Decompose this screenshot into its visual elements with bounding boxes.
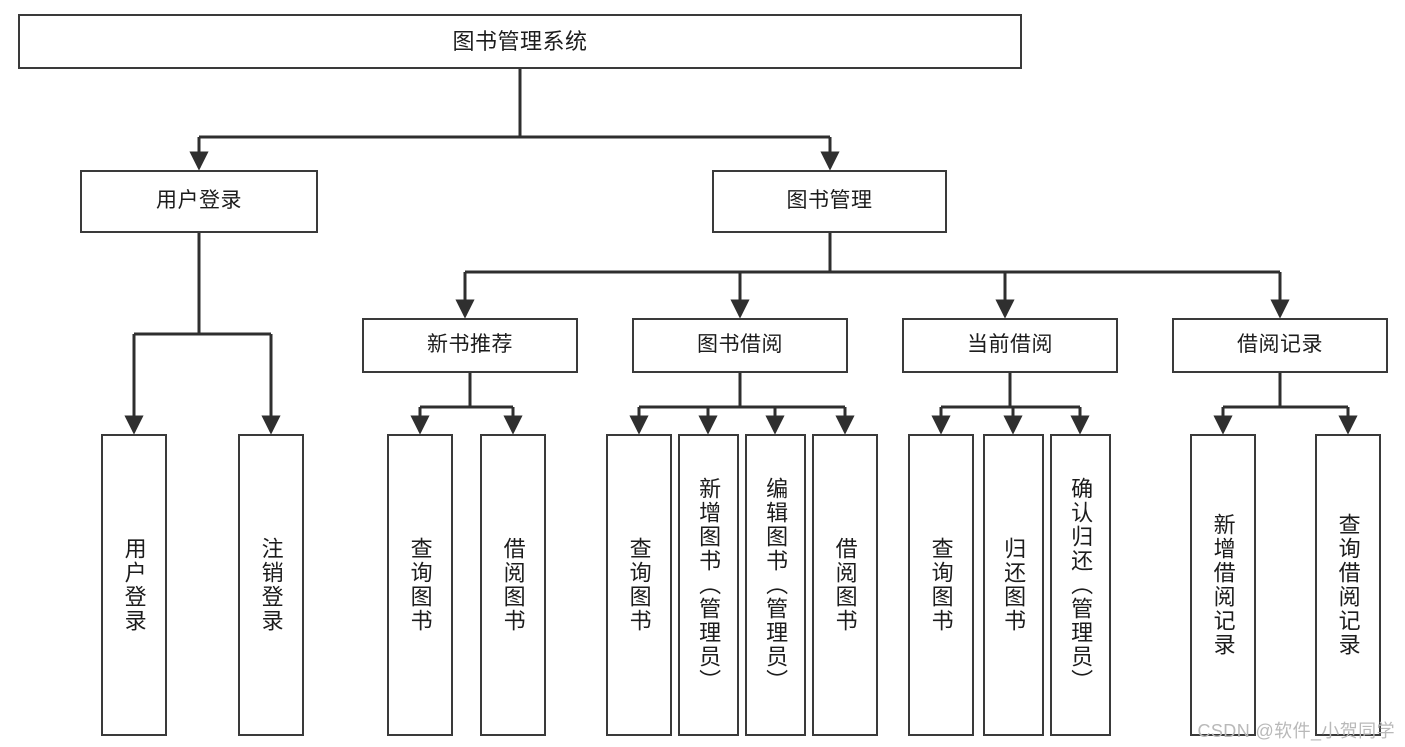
- node-leaf-query-book-3[interactable]: 查询图书: [908, 434, 974, 736]
- node-leaf-add-book[interactable]: 新增图书（管理员）: [678, 434, 739, 736]
- node-root-system[interactable]: 图书管理系统: [18, 14, 1022, 69]
- node-current-borrow[interactable]: 当前借阅: [902, 318, 1118, 373]
- node-leaf-query-record[interactable]: 查询借阅记录: [1315, 434, 1381, 736]
- node-borrow-record-label: 借阅记录: [1237, 333, 1323, 357]
- node-leaf-borrow-book-1-label: 借阅图书: [500, 537, 526, 633]
- node-leaf-user-login[interactable]: 用户登录: [101, 434, 167, 736]
- node-new-book-rec[interactable]: 新书推荐: [362, 318, 578, 373]
- node-leaf-query-book-1[interactable]: 查询图书: [387, 434, 453, 736]
- node-leaf-confirm-return[interactable]: 确认归还（管理员）: [1050, 434, 1111, 736]
- node-book-manage[interactable]: 图书管理: [712, 170, 947, 233]
- node-leaf-return-book[interactable]: 归还图书: [983, 434, 1044, 736]
- node-leaf-logout-label: 注销登录: [258, 537, 284, 633]
- node-leaf-add-record[interactable]: 新增借阅记录: [1190, 434, 1256, 736]
- node-leaf-add-record-label: 新增借阅记录: [1210, 513, 1236, 657]
- node-leaf-confirm-return-label: 确认归还（管理员）: [1068, 477, 1094, 693]
- node-leaf-query-book-1-label: 查询图书: [407, 537, 433, 633]
- node-leaf-logout[interactable]: 注销登录: [238, 434, 304, 736]
- node-leaf-query-book-2[interactable]: 查询图书: [606, 434, 672, 736]
- node-leaf-query-book-2-label: 查询图书: [626, 537, 652, 633]
- node-leaf-query-book-3-label: 查询图书: [928, 537, 954, 633]
- node-new-book-rec-label: 新书推荐: [427, 333, 513, 357]
- node-user-login-label: 用户登录: [156, 189, 242, 213]
- node-leaf-edit-book-label: 编辑图书（管理员）: [763, 477, 789, 693]
- node-book-manage-label: 图书管理: [786, 189, 873, 213]
- node-leaf-return-book-label: 归还图书: [1001, 537, 1027, 633]
- node-leaf-add-book-label: 新增图书（管理员）: [696, 477, 722, 693]
- node-root-label: 图书管理系统: [452, 28, 588, 54]
- node-leaf-borrow-book-2-label: 借阅图书: [832, 537, 858, 633]
- node-leaf-query-record-label: 查询借阅记录: [1335, 513, 1361, 657]
- node-book-borrow-label: 图书借阅: [697, 333, 783, 357]
- node-leaf-borrow-book-1[interactable]: 借阅图书: [480, 434, 546, 736]
- node-book-borrow[interactable]: 图书借阅: [632, 318, 848, 373]
- node-borrow-record[interactable]: 借阅记录: [1172, 318, 1388, 373]
- node-user-login[interactable]: 用户登录: [80, 170, 318, 233]
- node-current-borrow-label: 当前借阅: [967, 333, 1053, 357]
- node-leaf-edit-book[interactable]: 编辑图书（管理员）: [745, 434, 806, 736]
- node-leaf-user-login-label: 用户登录: [121, 537, 147, 633]
- node-leaf-borrow-book-2[interactable]: 借阅图书: [812, 434, 878, 736]
